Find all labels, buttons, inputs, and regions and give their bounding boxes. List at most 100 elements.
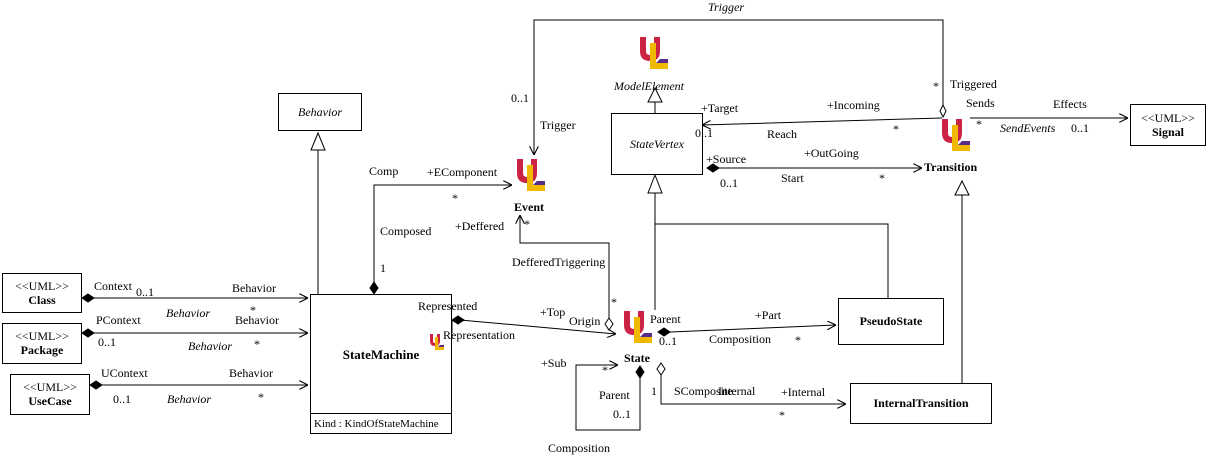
label-star: * bbox=[250, 303, 256, 317]
label-internal: Internal bbox=[718, 384, 756, 398]
label-internal-role: +Internal bbox=[781, 385, 826, 399]
label-behavior: Behavior bbox=[232, 281, 276, 295]
package-stereotype: <<UML>> bbox=[15, 329, 69, 343]
label-trigger-top: Trigger bbox=[708, 0, 745, 14]
label-behavior: Behavior bbox=[235, 313, 279, 327]
behavior-name: Behavior bbox=[298, 104, 342, 119]
label-deffered: +Deffered bbox=[455, 219, 505, 233]
label-parent: Parent bbox=[599, 388, 630, 402]
label-multiplicity: 0..1 bbox=[98, 335, 116, 349]
label-defferedtriggering: DefferedTriggering bbox=[512, 255, 606, 269]
incoming-association bbox=[702, 117, 943, 125]
class-statevertex[interactable]: StateVertex bbox=[611, 113, 703, 175]
generalization-arrow-state bbox=[647, 173, 663, 194]
label-star: * bbox=[452, 191, 458, 205]
modelelement-name: ModelElement bbox=[614, 79, 684, 93]
signal-name: Signal bbox=[1151, 124, 1184, 139]
label-star: * bbox=[933, 79, 939, 93]
label-behavior: Behavior bbox=[229, 366, 273, 380]
label-multiplicity: 0..1 bbox=[720, 176, 738, 190]
event-name: Event bbox=[514, 200, 544, 214]
label-star: * bbox=[611, 295, 617, 309]
label-composition: Composition bbox=[709, 332, 772, 346]
statemachine-name: StateMachine bbox=[342, 346, 420, 362]
class-pseudostate[interactable]: PseudoState bbox=[838, 298, 944, 345]
class-name: Class bbox=[28, 292, 56, 307]
label-parent: Parent bbox=[650, 312, 681, 326]
label-multiplicity: 0..1 bbox=[1071, 121, 1089, 135]
label-effects: Effects bbox=[1053, 97, 1087, 111]
label-behavior-role: Behavior bbox=[167, 392, 211, 406]
label-sub: +Sub bbox=[541, 356, 567, 370]
label-behavior-role: Behavior bbox=[166, 306, 210, 320]
label-sendevents: SendEvents bbox=[1000, 121, 1056, 135]
pseudostate-name: PseudoState bbox=[859, 314, 923, 328]
uml-logo-icon bbox=[942, 119, 970, 151]
transition-name: Transition bbox=[924, 160, 978, 174]
label-composed: Composed bbox=[380, 224, 432, 238]
label-outgoing: +OutGoing bbox=[804, 146, 859, 160]
label-star: * bbox=[258, 390, 264, 404]
trigger-association bbox=[534, 19, 944, 155]
label-composition: Composition bbox=[548, 441, 611, 455]
uml-logo-icon bbox=[624, 311, 652, 343]
uml-logo-icon bbox=[430, 334, 444, 350]
class-usecase[interactable]: <<UML>> UseCase bbox=[10, 374, 90, 415]
label-scomposite: SComposite bbox=[674, 384, 733, 398]
label-part: +Part bbox=[755, 308, 782, 322]
composition-diamond-statevertex bbox=[706, 163, 720, 173]
usecase-name: UseCase bbox=[28, 394, 72, 408]
label-top: +Top bbox=[540, 305, 566, 319]
aggregation-diamond-transition bbox=[939, 103, 947, 119]
class-statemachine[interactable]: StateMachine Kind : KindOfStateMachine bbox=[310, 294, 452, 434]
label-star: * bbox=[254, 337, 260, 351]
label-one: 1 bbox=[380, 261, 386, 275]
statemachine-attribute: Kind : KindOfStateMachine bbox=[314, 417, 439, 430]
label-represented: Represented bbox=[418, 299, 478, 313]
class-internaltransition[interactable]: InternalTransition bbox=[850, 383, 992, 424]
generalization-arrow-internaltransition bbox=[954, 179, 970, 196]
class-stereotype: <<UML>> bbox=[15, 278, 69, 293]
label-star: * bbox=[524, 217, 530, 231]
label-trigger: Trigger bbox=[540, 118, 576, 132]
label-triggered: Triggered bbox=[950, 77, 997, 91]
label-star: * bbox=[893, 122, 899, 136]
label-star: * bbox=[602, 363, 608, 377]
package-name: Package bbox=[20, 343, 64, 357]
label-multiplicity: 0..1 bbox=[613, 407, 631, 421]
label-multiplicity: 0..1 bbox=[659, 334, 677, 348]
state-name: State bbox=[624, 351, 650, 365]
label-multiplicity: 0..1 bbox=[695, 126, 713, 140]
label-ucontext: UContext bbox=[101, 366, 148, 380]
label-context: Context bbox=[94, 279, 132, 293]
label-ecomponent: +EComponent bbox=[427, 165, 498, 179]
generalization-arrow-statemachine bbox=[310, 131, 326, 151]
usecase-stereotype: <<UML>> bbox=[23, 380, 77, 394]
label-start: Start bbox=[781, 171, 804, 185]
class-package[interactable]: <<UML>> Package bbox=[2, 323, 82, 364]
generalization-arrow-statevertex bbox=[647, 86, 663, 103]
label-star: * bbox=[976, 117, 982, 131]
label-star: * bbox=[779, 408, 785, 422]
label-star: * bbox=[879, 171, 885, 185]
class-behavior[interactable]: Behavior bbox=[278, 93, 362, 131]
signal-stereotype: <<UML>> bbox=[1141, 110, 1195, 125]
label-representation: Representation bbox=[443, 328, 515, 342]
label-multiplicity: 0..1 bbox=[136, 285, 154, 299]
label-incoming: +Incoming bbox=[827, 98, 880, 112]
class-signal[interactable]: <<UML>> Signal bbox=[1130, 104, 1206, 146]
label-star: * bbox=[795, 333, 801, 347]
label-target: +Target bbox=[701, 101, 739, 115]
label-multiplicity: 0..1 bbox=[511, 91, 529, 105]
uml-logo-icon bbox=[640, 37, 668, 69]
class-class[interactable]: <<UML>> Class bbox=[2, 273, 82, 313]
label-sends: Sends bbox=[966, 96, 995, 110]
label-pcontext: PContext bbox=[96, 313, 141, 327]
label-one: 1 bbox=[651, 384, 657, 398]
statevertex-name: StateVertex bbox=[630, 136, 684, 151]
uml-logo-icon bbox=[517, 159, 545, 191]
label-behavior-role: Behavior bbox=[188, 339, 232, 353]
label-comp: Comp bbox=[369, 164, 399, 178]
